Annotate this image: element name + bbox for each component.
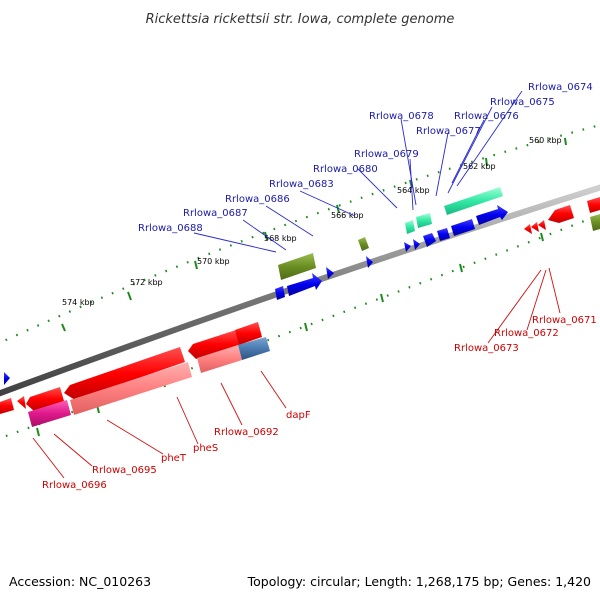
gene-label-rrlowa-0692: Rrlowa_0692 — [214, 427, 279, 438]
forward-strand-features — [4, 187, 508, 385]
reverse-rna-feature — [197, 345, 242, 373]
forward-cds-arrow — [404, 242, 411, 252]
forward-cds-arrow — [366, 256, 373, 268]
gene-label-rrlowa-0675: Rrlowa_0675 — [490, 97, 555, 108]
reverse-cds-arrow — [0, 398, 14, 414]
magenta-feature — [28, 400, 71, 427]
scale-label-560: 560 kbp — [529, 136, 562, 145]
scale-label-568: 568 kbp — [264, 234, 297, 243]
top-gene-labels: Rrlowa_0674 Rrlowa_0675 Rrlowa_0676 Rrlo… — [138, 82, 593, 234]
forward-cds-arrow — [4, 372, 10, 385]
accession-text: Accession: NC_010263 — [9, 574, 151, 589]
gene-label-rrlowa-0677: Rrlowa_0677 — [416, 126, 481, 137]
gene-label-rrlowa-0672: Rrlowa_0672 — [494, 328, 559, 339]
gene-label-rrlowa-0676: Rrlowa_0676 — [454, 111, 519, 122]
scale-label-566: 566 kbp — [331, 211, 364, 220]
gene-label-rrlowa-0674: Rrlowa_0674 — [528, 82, 593, 93]
reverse-cds-arrow — [235, 322, 262, 345]
outer-scale-ring — [0, 123, 600, 344]
gene-label-rrlowa-0673: Rrlowa_0673 — [454, 343, 519, 354]
pseudogene-feature — [278, 253, 316, 280]
reverse-cds-arrow — [64, 347, 185, 400]
gene-label-dapf: dapF — [286, 410, 311, 421]
gene-label-rrlowa-0679: Rrlowa_0679 — [354, 149, 419, 160]
top-callout-lines — [193, 90, 523, 253]
steel-feature — [238, 337, 270, 360]
forward-cds-arrow — [437, 228, 450, 241]
trna-feature — [416, 213, 432, 228]
gene-label-rrlowa-0678: Rrlowa_0678 — [369, 111, 434, 122]
map-title: Rickettsia rickettsii str. Iowa, complet… — [146, 12, 455, 27]
gene-label-rrlowa-0687: Rrlowa_0687 — [183, 208, 248, 219]
scale-label-562: 562 kbp — [463, 162, 496, 171]
reverse-strand-features — [0, 197, 600, 427]
reverse-cds-arrow — [538, 220, 546, 230]
gene-label-rrlowa-0688: Rrlowa_0688 — [138, 223, 203, 234]
forward-cds-arrow — [287, 273, 322, 296]
gene-label-rrlowa-0680: Rrlowa_0680 — [313, 164, 378, 175]
forward-cds-arrow — [275, 286, 285, 300]
reverse-cds-arrow — [587, 197, 600, 213]
forward-cds-arrow — [413, 239, 420, 250]
reverse-cds-arrow — [524, 224, 532, 234]
reverse-cds-arrow — [188, 330, 239, 359]
bottom-gene-labels: Rrlowa_0671 Rrlowa_0672 Rrlowa_0673 dapF… — [42, 315, 597, 491]
gene-label-phet: pheT — [161, 453, 187, 464]
forward-cds-arrow — [423, 233, 436, 247]
reverse-rna-feature — [70, 362, 192, 415]
forward-cds-arrow — [326, 267, 334, 279]
forward-cds-arrow — [451, 219, 475, 236]
pseudogene-feature — [590, 214, 600, 231]
forward-cds-arrow — [476, 205, 508, 225]
gene-label-phes: pheS — [193, 443, 218, 454]
gene-label-rrlowa-0683: Rrlowa_0683 — [269, 179, 334, 190]
gene-label-rrlowa-0695: Rrlowa_0695 — [92, 465, 157, 476]
reverse-cds-arrow — [548, 205, 574, 223]
gene-label-rrlowa-0686: Rrlowa_0686 — [225, 194, 290, 205]
bottom-callout-lines — [32, 267, 561, 479]
scale-label-574: 574 kbp — [62, 298, 95, 307]
gene-label-rrlowa-0671: Rrlowa_0671 — [532, 315, 597, 326]
gene-label-rrlowa-0696: Rrlowa_0696 — [42, 480, 107, 491]
reverse-cds-arrow — [17, 396, 26, 409]
trna-feature — [405, 220, 415, 234]
reverse-cds-arrow — [531, 222, 539, 232]
trna-feature — [444, 187, 503, 215]
scale-label-572: 572 kbp — [130, 278, 163, 287]
genome-stats-text: Topology: circular; Length: 1,268,175 bp… — [247, 574, 591, 589]
reverse-cds-arrow — [26, 387, 64, 411]
pseudogene-feature — [358, 237, 369, 251]
scale-label-570: 570 kbp — [197, 257, 230, 266]
